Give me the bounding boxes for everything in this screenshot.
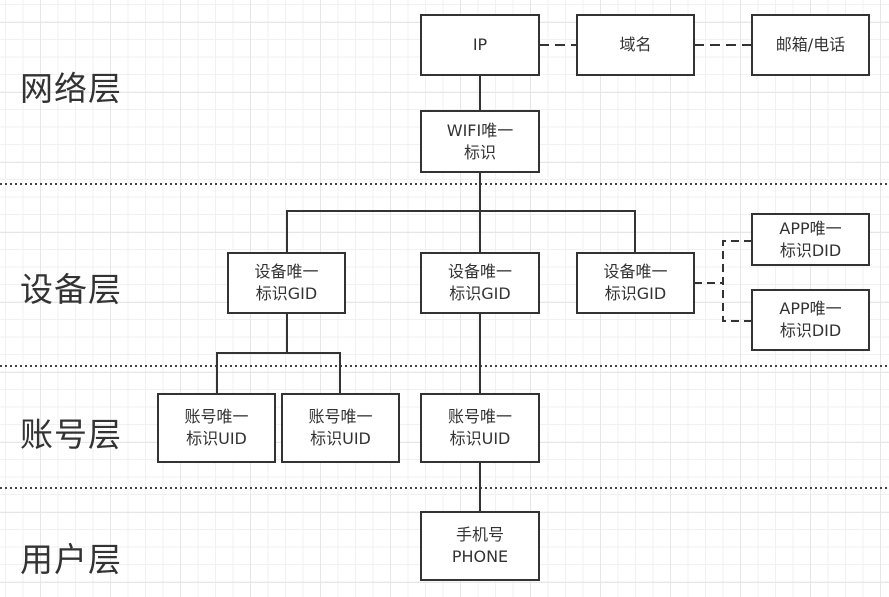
node-uid-1[interactable]: 账号唯一 标识UID [157,393,276,463]
node-domain[interactable]: 域名 [576,14,695,76]
node-uid-3[interactable]: 账号唯一 标识UID [420,393,540,463]
edge-gid1-uid-branch [216,352,341,394]
node-did-2[interactable]: APP唯一 标识DID [751,289,870,351]
edge-wifi-gid-branch [286,210,636,253]
node-did-1[interactable]: APP唯一 标识DID [751,213,870,266]
node-gid-2[interactable]: 设备唯一 标识GID [420,252,540,314]
layer-label-network: 网络层 [20,69,122,108]
layer-label-account: 账号层 [20,415,122,454]
node-gid-1[interactable]: 设备唯一 标识GID [227,252,346,314]
node-wifi[interactable]: WIFI唯一 标识 [420,110,540,173]
node-phone[interactable]: 手机号 PHONE [420,511,540,581]
layer-label-device: 设备层 [20,270,122,309]
node-uid-2[interactable]: 账号唯一 标识UID [281,393,400,463]
node-ip[interactable]: IP [420,14,540,76]
layer-label-user: 用户层 [20,540,122,579]
node-email-phone[interactable]: 邮箱/电话 [751,14,870,76]
node-gid-3[interactable]: 设备唯一 标识GID [576,252,695,314]
edge-did-branch [722,240,752,322]
